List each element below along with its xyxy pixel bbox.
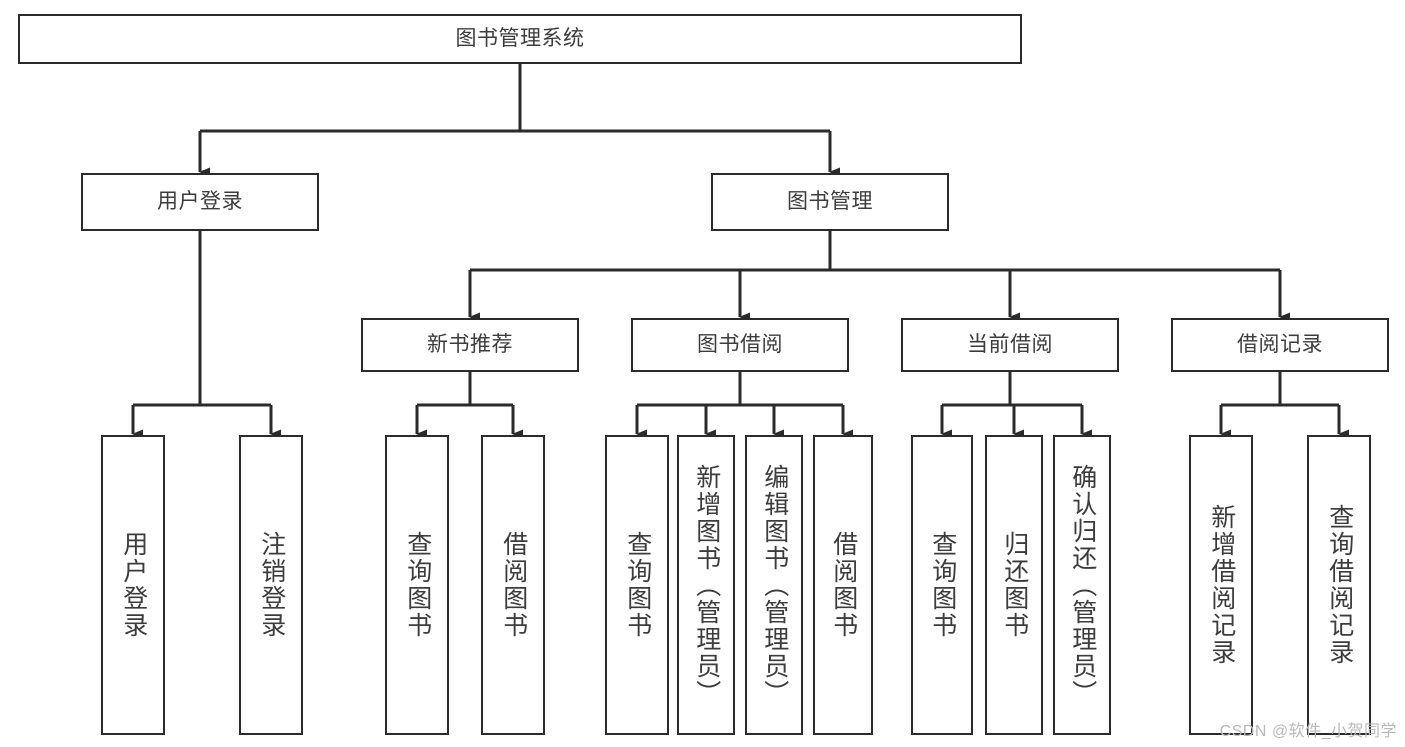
leaf-user-login-label: 用户登录 <box>119 531 148 639</box>
leaf-query-book-new[interactable]: 查询图书 <box>385 435 449 735</box>
leaf-add-book[interactable]: 新增图书（管理员） <box>677 435 735 735</box>
node-current-borrow[interactable]: 当前借阅 <box>901 318 1119 372</box>
leaf-borrow-book-label: 借阅图书 <box>829 531 858 639</box>
leaf-return-book-label: 归还图书 <box>1000 531 1029 639</box>
node-user-login-label: 用户登录 <box>157 189 243 213</box>
leaf-user-login[interactable]: 用户登录 <box>101 435 165 735</box>
node-borrow-record-label: 借阅记录 <box>1237 332 1323 356</box>
node-root-label: 图书管理系统 <box>455 26 585 50</box>
leaf-query-book-borrow-label: 查询图书 <box>623 531 652 639</box>
leaf-edit-book[interactable]: 编辑图书（管理员） <box>745 435 803 735</box>
node-current-borrow-label: 当前借阅 <box>967 332 1053 356</box>
leaf-query-book-new-label: 查询图书 <box>403 531 432 639</box>
leaf-return-book[interactable]: 归还图书 <box>985 435 1043 735</box>
leaf-add-borrow-record[interactable]: 新增借阅记录 <box>1189 435 1253 735</box>
node-borrow-record[interactable]: 借阅记录 <box>1171 318 1389 372</box>
node-new-book-recommend[interactable]: 新书推荐 <box>361 318 579 372</box>
leaf-add-book-label: 新增图书（管理员） <box>692 463 721 707</box>
leaf-edit-book-label: 编辑图书（管理员） <box>760 463 789 707</box>
leaf-query-book-borrow[interactable]: 查询图书 <box>605 435 669 735</box>
leaf-confirm-return[interactable]: 确认归还（管理员） <box>1053 435 1111 735</box>
node-new-book-recommend-label: 新书推荐 <box>427 332 513 356</box>
leaf-query-borrow-record-label: 查询借阅记录 <box>1325 504 1354 666</box>
leaf-logout[interactable]: 注销登录 <box>239 435 303 735</box>
leaf-query-borrow-record[interactable]: 查询借阅记录 <box>1307 435 1371 735</box>
leaf-query-book-current[interactable]: 查询图书 <box>911 435 973 735</box>
node-book-borrow-label: 图书借阅 <box>697 332 783 356</box>
node-book-borrow[interactable]: 图书借阅 <box>631 318 849 372</box>
node-book-manage-label: 图书管理 <box>787 189 873 213</box>
leaf-borrow-book-new[interactable]: 借阅图书 <box>481 435 545 735</box>
leaf-borrow-book[interactable]: 借阅图书 <box>813 435 873 735</box>
node-root[interactable]: 图书管理系统 <box>18 14 1022 64</box>
node-book-manage[interactable]: 图书管理 <box>711 173 949 231</box>
leaf-query-book-current-label: 查询图书 <box>928 531 957 639</box>
node-user-login[interactable]: 用户登录 <box>81 173 319 231</box>
leaf-logout-label: 注销登录 <box>257 531 286 639</box>
leaf-borrow-book-new-label: 借阅图书 <box>499 531 528 639</box>
leaf-add-borrow-record-label: 新增借阅记录 <box>1207 504 1236 666</box>
leaf-confirm-return-label: 确认归还（管理员） <box>1068 463 1097 707</box>
csdn-watermark: CSDN @软件_小贺同学 <box>1219 723 1397 740</box>
